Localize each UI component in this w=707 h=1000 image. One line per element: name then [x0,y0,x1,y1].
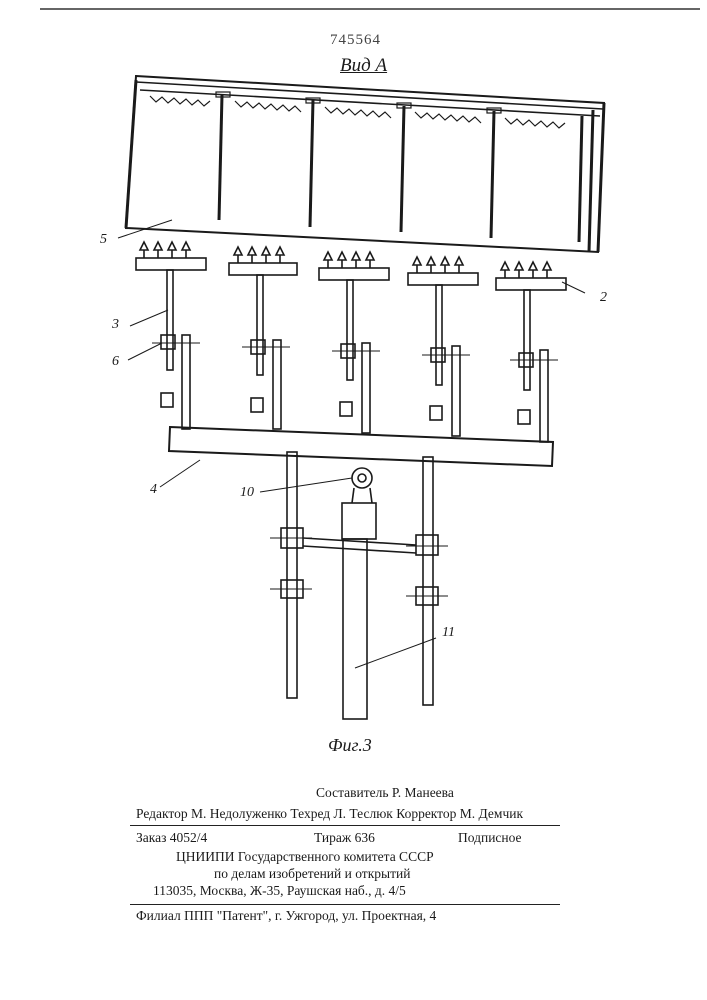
callout-6: 6 [112,354,119,370]
housing-partitions [219,95,582,242]
nozzle-assembly-4 [408,257,478,436]
nozzle-assembly-5 [496,262,566,442]
callout-5: 5 [100,232,107,248]
callout-3: 3 [112,317,119,333]
leader-lines [118,220,585,668]
imprint-rule-top [130,825,560,826]
imprint-institute: ЦНИИПИ Государственного комитета СССР [176,849,434,865]
callout-11: 11 [442,625,455,641]
callout-4: 4 [150,482,157,498]
imprint-compiler: Составитель Р. Манеева [316,785,454,801]
imprint-subscription: Подписное [458,830,522,846]
callout-2: 2 [600,290,607,306]
imprint-order: Заказ 4052/4 [136,830,207,846]
carrier-beam [169,427,553,466]
nozzle-assembly-1 [136,242,206,429]
nozzle-assemblies [136,242,566,442]
nozzle-assembly-3 [319,252,389,433]
imprint-circulation: Тираж 636 [314,830,375,846]
figure-caption: Фиг.3 [328,735,372,756]
callout-10: 10 [240,485,254,501]
nozzle-assembly-2 [229,247,297,429]
imprint-branch: Филиал ППП "Патент", г. Ужгород, ул. Про… [136,908,436,924]
imprint-committee: по делам изобретений и открытий [214,866,410,882]
imprint-rule-bottom [130,904,560,905]
lift-mechanism [270,452,448,719]
imprint-editors: Редактор М. Недолуженко Техред Л. Теслюк… [136,806,523,822]
housing-frame [126,76,604,252]
imprint-address: 113035, Москва, Ж-35, Раушская наб., д. … [153,883,406,899]
